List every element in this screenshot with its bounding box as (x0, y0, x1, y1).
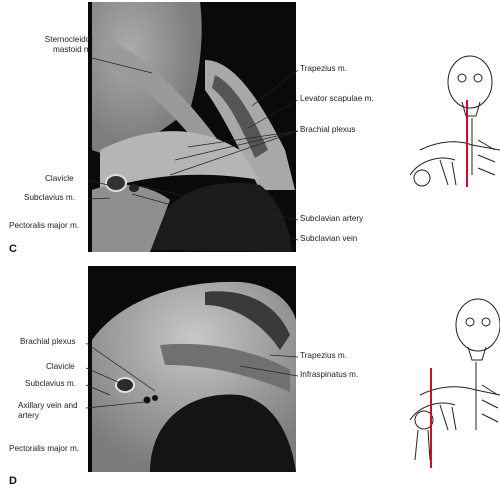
panel-letter-d: D (9, 475, 17, 487)
label-infraspinatus: Infraspinatus m. (300, 370, 359, 379)
skeleton-shoulder-icon (409, 298, 500, 461)
label-clavicle-c: Clavicle (45, 174, 74, 183)
label-pectoralis-c: Pectoralis major m. (9, 221, 80, 230)
label-subclavius-d: Subclavius m. (25, 379, 76, 388)
label-trapezius-d: Trapezius m. (300, 351, 348, 360)
label-subclavian-artery: Subclavian artery (300, 214, 364, 223)
skeleton-neck-icon (409, 55, 500, 187)
mri-image-d (88, 266, 296, 472)
label-brachial-plexus-d: Brachial plexus (20, 337, 76, 346)
label-axillary-vein-artery: Axillary vein and artery (18, 401, 78, 420)
label-sternocleidomastoid: Sternocleido- mastoid m. (44, 35, 93, 54)
label-pectoralis-d: Pectoralis major m. (9, 444, 80, 453)
panel-letter-c: C (9, 243, 17, 255)
label-subclavius-c: Subclavius m. (24, 193, 75, 202)
label-brachial-plexus-c: Brachial plexus (300, 125, 356, 134)
label-trapezius-c: Trapezius m. (300, 64, 348, 73)
leader-lines-c (87, 57, 299, 241)
label-clavicle-d: Clavicle (46, 362, 75, 371)
label-subclavian-vein: Subclavian vein (300, 234, 358, 243)
mri-image-c (88, 2, 296, 252)
leader-lines-d (85, 342, 299, 409)
label-levator-scapulae: Levator scapulae m. (300, 94, 374, 103)
